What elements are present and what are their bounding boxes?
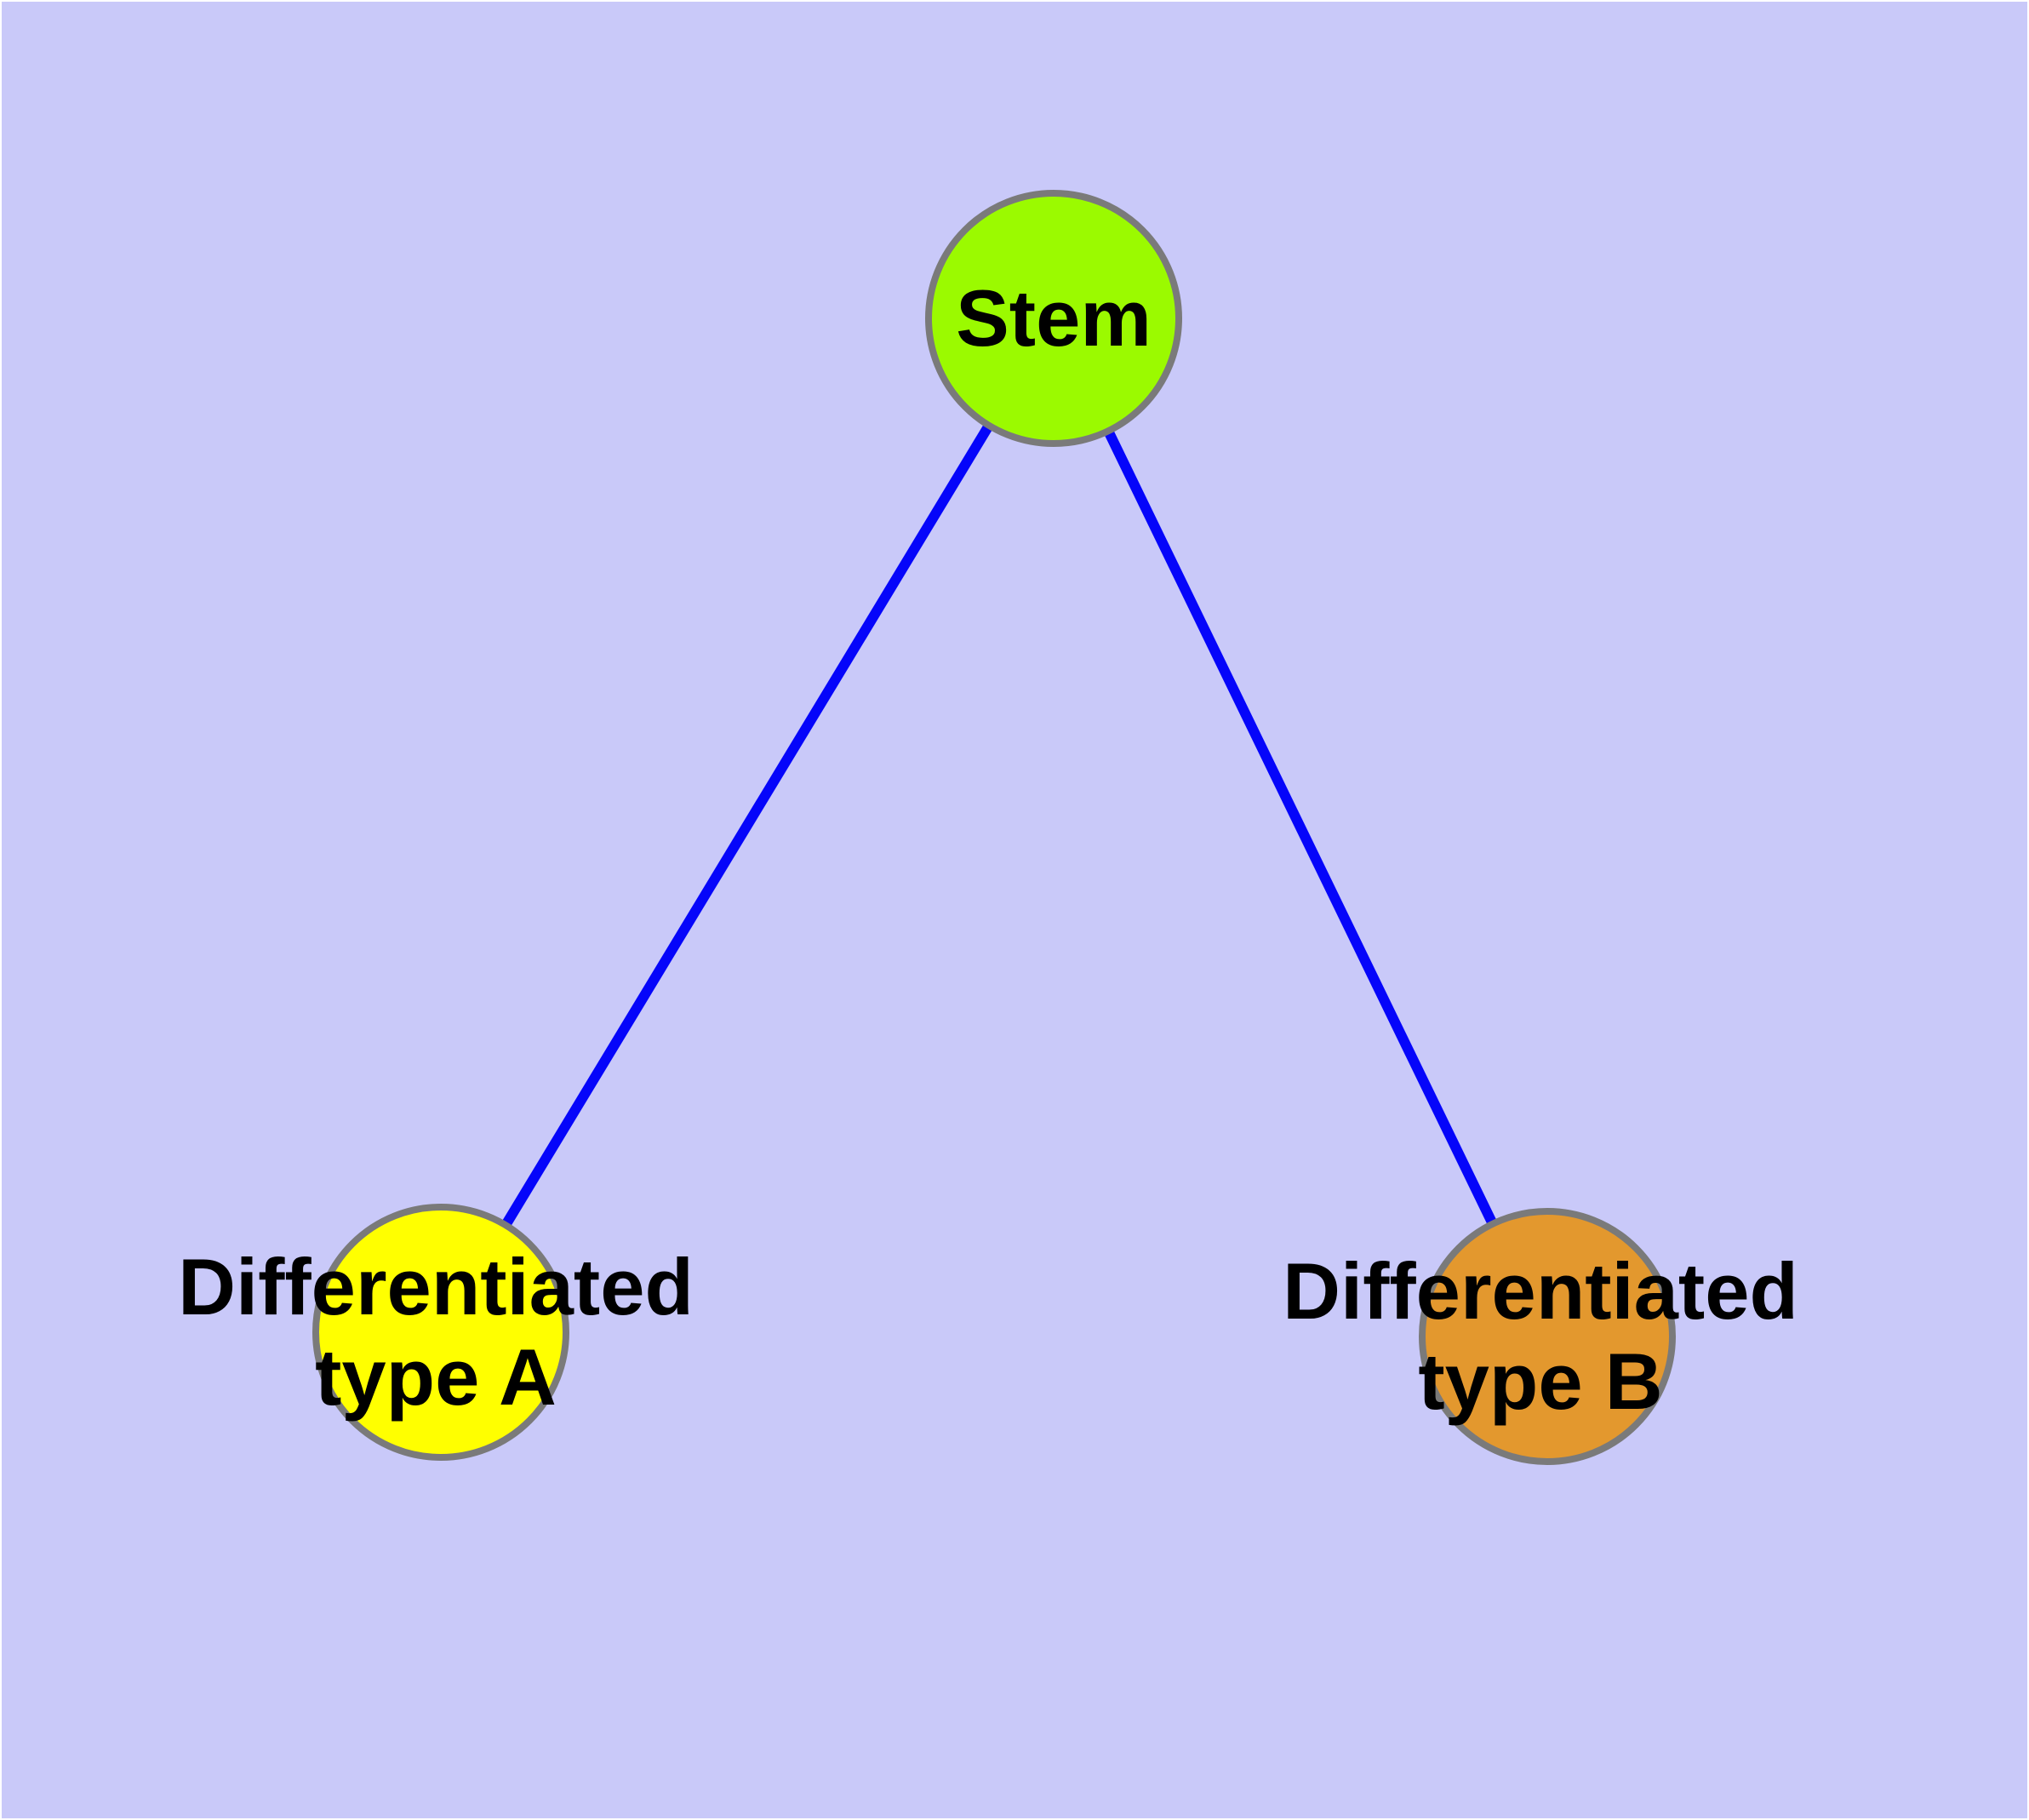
node-differentiated-type-a-label-line2: type A [315, 1332, 557, 1422]
edge-stem-to-type-a [436, 315, 1059, 1336]
node-differentiated-type-a [312, 1204, 569, 1461]
node-differentiated-type-a-label-line1: Differentiated [178, 1242, 694, 1331]
node-stem [925, 190, 1182, 447]
node-differentiated-type-b-label-line2: type B [1418, 1336, 1663, 1426]
node-differentiated-type-a-label: Differentiated type A [178, 1242, 694, 1422]
node-differentiated-type-b-label: Differentiated type B [1283, 1246, 1798, 1427]
node-stem-label-text: Stem [956, 273, 1152, 363]
node-stem-label: Stem [956, 273, 1152, 363]
node-differentiated-type-b-label-line1: Differentiated [1283, 1246, 1798, 1336]
edge-stem-to-type-b [1049, 316, 1552, 1339]
node-differentiated-type-b [1419, 1208, 1676, 1465]
